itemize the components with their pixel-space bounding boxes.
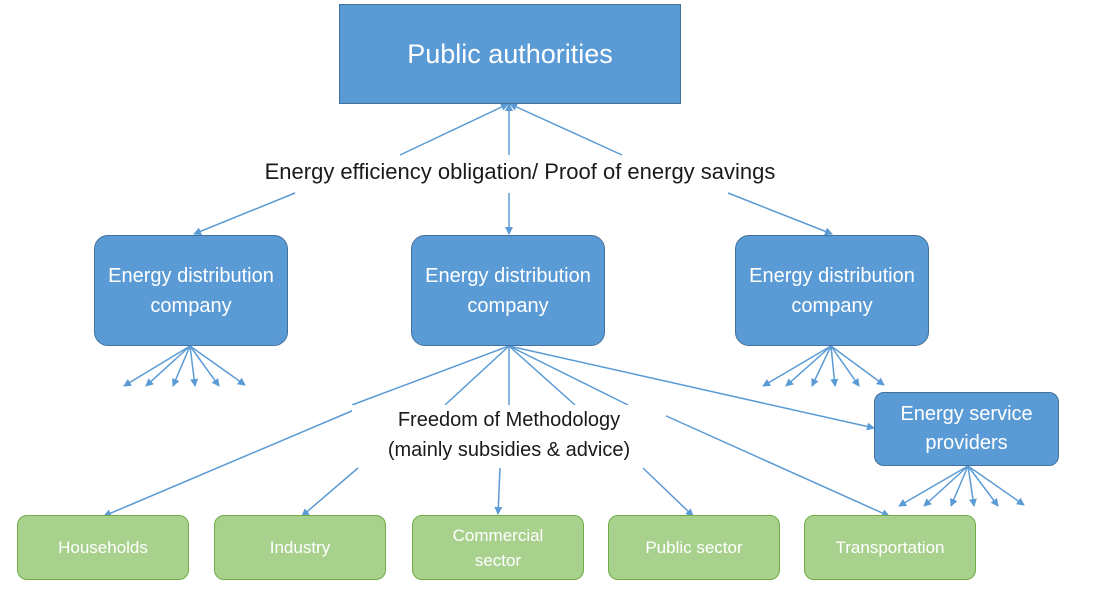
fan-esp xyxy=(967,465,977,507)
arrow-to-authorities-left xyxy=(399,103,509,156)
node-energy-service-providers: Energy service providers xyxy=(874,392,1059,466)
arrow-to-households xyxy=(103,409,355,517)
arrow-to-edc-right xyxy=(727,192,833,236)
node-edc-left-label: Energy distribution company xyxy=(108,264,274,317)
arrow-to-authorities-right xyxy=(509,103,623,156)
fan-left-edc xyxy=(189,345,199,387)
node-public-sector-label: Public sector xyxy=(645,537,743,557)
fan-esp xyxy=(923,465,969,507)
arrow-to-industry xyxy=(301,467,359,517)
node-edc-right-label: Energy distribution company xyxy=(749,264,915,317)
fan-right-edc xyxy=(830,345,885,386)
fan-esp xyxy=(898,465,969,507)
arrow-to-edc-left xyxy=(193,192,296,236)
arrow-to-transportation xyxy=(663,414,890,517)
edc-to-methodology xyxy=(444,345,510,406)
fan-left-edc xyxy=(189,345,246,386)
node-public-authorities-label: Public authorities xyxy=(407,38,613,69)
arrow-to-commercial xyxy=(494,467,503,515)
edc-to-methodology xyxy=(351,345,510,406)
node-households-label: Households xyxy=(58,537,148,557)
edc-to-methodology xyxy=(508,345,576,406)
fan-left-edc xyxy=(172,345,191,387)
fan-right-edc xyxy=(830,345,860,387)
arrow-to-public-sector xyxy=(642,467,694,517)
fan-right-edc xyxy=(785,345,832,387)
label-methodology: Freedom of Methodology (mainly subsidies… xyxy=(352,405,666,465)
node-industry-label: Industry xyxy=(269,537,331,557)
node-commercial-sector: Commercial sector xyxy=(412,515,584,580)
edc-to-methodology xyxy=(508,345,629,406)
node-edc-left: Energy distribution company xyxy=(94,235,288,346)
label-methodology-line2: (mainly subsidies & advice) xyxy=(387,439,631,461)
edc-to-esp xyxy=(508,345,875,431)
label-obligation: Energy efficiency obligation/ Proof of e… xyxy=(218,158,822,186)
fan-left-edc xyxy=(145,345,191,387)
node-commercial-sector-label: Commercial sector xyxy=(452,525,544,570)
fan-left-edc xyxy=(123,345,191,387)
label-methodology-line1: Freedom of Methodology xyxy=(397,409,621,431)
node-public-authorities: Public authorities xyxy=(339,4,681,104)
fan-right-edc xyxy=(762,345,832,387)
node-edc-center-label: Energy distribution company xyxy=(425,264,591,317)
node-edc-center: Energy distribution company xyxy=(411,235,605,346)
fan-right-edc xyxy=(830,345,839,387)
node-households: Households xyxy=(17,515,189,580)
node-transportation-label: Transportation xyxy=(835,537,945,557)
fan-esp xyxy=(967,465,1025,506)
node-transportation: Transportation xyxy=(804,515,976,580)
node-esp-label: Energy service providers xyxy=(900,403,1033,454)
fan-esp xyxy=(967,465,999,507)
fan-right-edc xyxy=(811,345,832,387)
node-edc-right: Energy distribution company xyxy=(735,235,929,346)
node-industry: Industry xyxy=(214,515,386,580)
fan-left-edc xyxy=(189,345,220,387)
node-public-sector: Public sector xyxy=(608,515,780,580)
fan-esp xyxy=(950,465,969,507)
